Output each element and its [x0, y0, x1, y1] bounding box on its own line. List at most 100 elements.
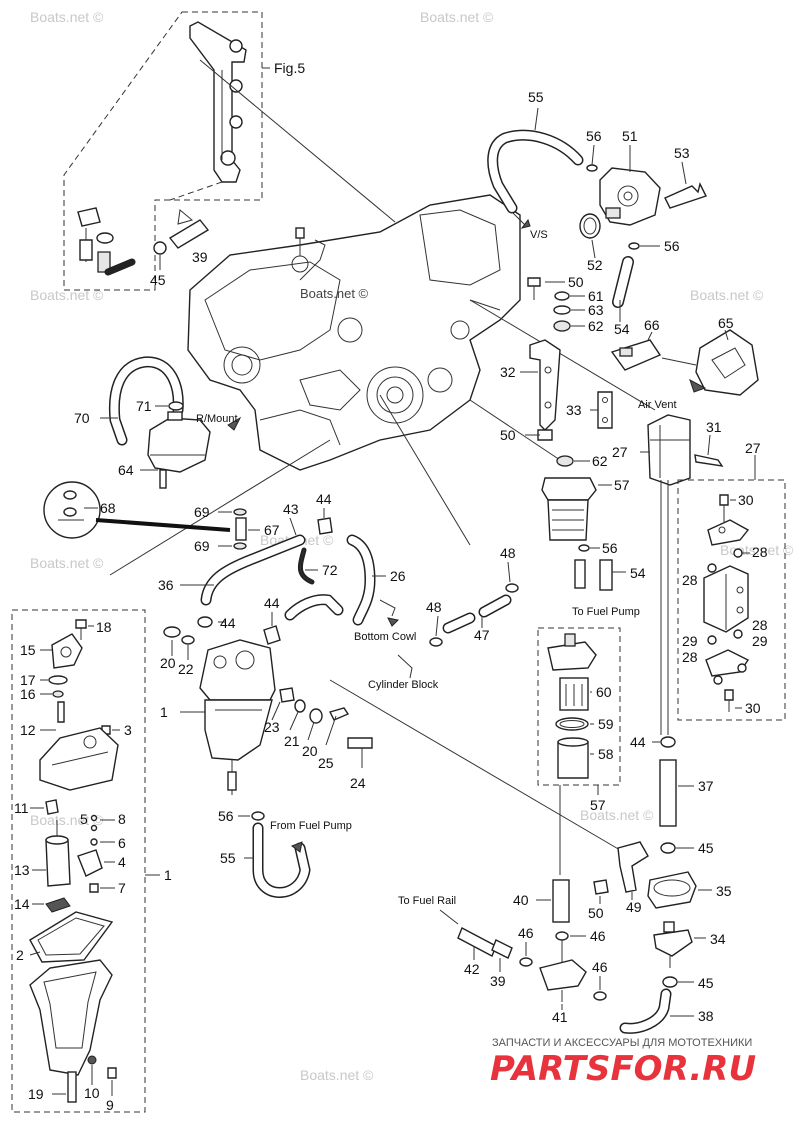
callout-59: 59: [598, 716, 614, 732]
callout-35: 35: [716, 883, 732, 899]
callout-48: 48: [500, 545, 516, 561]
hose-47: 48 48 47: [426, 545, 519, 647]
callout-45: 45: [150, 272, 166, 288]
callout-7: 7: [118, 880, 126, 896]
callout-28: 28: [682, 572, 698, 588]
watermark: Boats.net ©: [580, 807, 654, 823]
callout-26: 26: [390, 568, 406, 584]
callout-12: 12: [20, 722, 36, 738]
caption-cylinder-block: Cylinder Block: [368, 679, 439, 691]
fuel-pump-assembly-group: 1 18 15 17 16 12 3 11: [11, 609, 172, 1113]
callout-55: 55: [528, 89, 544, 105]
callout-39: 39: [490, 973, 506, 989]
callout-29: 29: [752, 633, 768, 649]
callout-43: 43: [283, 501, 299, 517]
bolt-stack-50: 50 61 63 62: [527, 274, 604, 334]
detail-68: 68 69 67 69: [43, 481, 280, 554]
callout-50: 50: [568, 274, 584, 290]
callout-15: 15: [20, 642, 36, 658]
callout-67: 67: [264, 522, 280, 538]
caption-bottom-cowl: Bottom Cowl: [354, 631, 416, 643]
callout-62: 62: [592, 453, 608, 469]
callout-19: 19: [28, 1086, 44, 1102]
callout-61: 61: [588, 288, 604, 304]
caption-from-fuel-pump: From Fuel Pump: [270, 820, 352, 832]
callout-24: 24: [350, 775, 366, 791]
callout-33: 33: [566, 402, 582, 418]
fig5-group: Fig.5 39 45: [63, 11, 305, 291]
callout-48: 48: [426, 599, 442, 615]
callout-58: 58: [598, 746, 614, 762]
watermark: Boats.net ©: [690, 287, 764, 303]
brand-logo: PARTSFOR.RU: [490, 1049, 756, 1089]
cylinder-block: Boats.net ©: [187, 194, 521, 471]
callout-49: 49: [626, 899, 642, 915]
callout-1: 1: [164, 867, 172, 883]
callout-62: 62: [588, 318, 604, 334]
callout-44: 44: [316, 491, 332, 507]
caption-to-fuel-rail: To Fuel Rail: [398, 895, 456, 907]
callout-69: 69: [194, 504, 210, 520]
callout-36: 36: [158, 577, 174, 593]
callout-56: 56: [664, 238, 680, 254]
callout-18: 18: [96, 619, 112, 635]
callout-45: 45: [698, 840, 714, 856]
callout-17: 17: [20, 672, 36, 688]
callout-37: 37: [698, 778, 714, 794]
callout-53: 53: [674, 145, 690, 161]
callout-56: 56: [218, 808, 234, 824]
cover-65: 65 66 Air Vent: [610, 315, 759, 411]
callout-72: 72: [322, 562, 338, 578]
vapor-separator-body: 1 20 22 44 23 21 20 25 24 56 55: [160, 615, 373, 898]
callout-30: 30: [745, 700, 761, 716]
callout-50: 50: [588, 905, 604, 921]
callout-38: 38: [698, 1008, 714, 1024]
fuel-filter-detail-group: 57 60 59 58: [537, 627, 621, 813]
callout-23: 23: [264, 719, 280, 735]
callout-21: 21: [284, 733, 300, 749]
callout-29: 29: [682, 633, 698, 649]
callout-57: 57: [590, 797, 606, 813]
separator-detail-group: 27 30 28 28 28 29 29 28 30: [677, 440, 786, 721]
callout-31: 31: [706, 419, 722, 435]
right-lower-lines: 44 37 45 35 34 45 38: [619, 480, 732, 1034]
brand-block: ЗАПЧАСТИ И АКСЕССУАРЫ ДЛЯ МОТОТЕХНИКИ PA…: [490, 1037, 756, 1089]
callout-6: 6: [118, 835, 126, 851]
fuel-filter-57: 62 57 56 54 To Fuel Pump: [541, 453, 646, 618]
watermark: Boats.net ©: [30, 812, 104, 828]
fig5-label: Fig.5: [274, 60, 305, 76]
bracket-32: 32 33 50: [500, 339, 613, 443]
callout-10: 10: [84, 1085, 100, 1101]
watermark: Boats.net ©: [300, 1067, 374, 1083]
callout-63: 63: [588, 302, 604, 318]
callout-28: 28: [752, 544, 768, 560]
callout-1: 1: [160, 704, 168, 720]
hose-55: 55 V/S: [487, 89, 584, 241]
callout-66: 66: [644, 317, 660, 333]
callout-30: 30: [738, 492, 754, 508]
hoses-upper: 43 36 44 72 26 Bottom Cowl 44 Cylinder B…: [158, 491, 439, 691]
callout-16: 16: [20, 686, 36, 702]
callout-50: 50: [500, 427, 516, 443]
caption-to-fuel-pump: To Fuel Pump: [572, 606, 640, 618]
brand-tagline: ЗАПЧАСТИ И АКСЕССУАРЫ ДЛЯ МОТОТЕХНИКИ: [492, 1037, 752, 1049]
callout-71: 71: [136, 398, 152, 414]
callout-14: 14: [14, 896, 30, 912]
callout-56: 56: [586, 128, 602, 144]
watermark: Boats.net ©: [30, 287, 104, 303]
callout-46: 46: [518, 925, 534, 941]
vapor-separator-27: 27 31: [612, 414, 724, 486]
watermark: Boats.net ©: [420, 9, 494, 25]
callout-44: 44: [630, 734, 646, 750]
callout-28: 28: [752, 617, 768, 633]
callout-56: 56: [602, 540, 618, 556]
callout-52: 52: [587, 257, 603, 273]
callout-44: 44: [220, 615, 236, 631]
callout-54: 54: [614, 321, 630, 337]
callout-3: 3: [124, 722, 132, 738]
callout-51: 51: [622, 128, 638, 144]
callout-60: 60: [596, 684, 612, 700]
callout-27: 27: [612, 444, 628, 460]
caption-r-mount: R/Mount: [196, 413, 238, 425]
callout-27: 27: [745, 440, 761, 456]
